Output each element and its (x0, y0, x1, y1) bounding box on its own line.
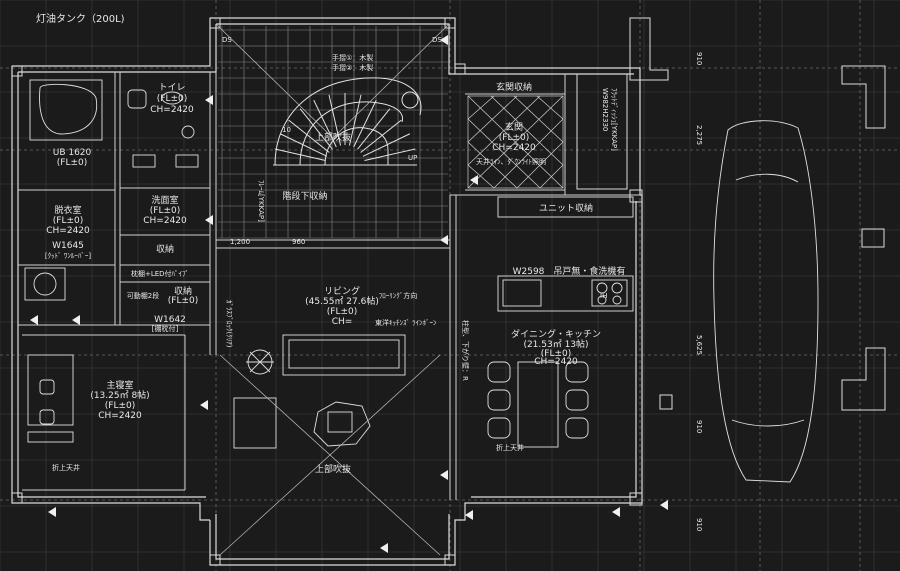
master-name: 主寝室 (106, 379, 133, 391)
interior-walls (18, 72, 640, 500)
closet-w1645: W1645 (52, 241, 84, 251)
toyo-label: 東洋ｷｯﾁﾝｽﾞ (375, 318, 410, 327)
orikomi-2: 折上天井 (496, 443, 524, 452)
entrance-name: 玄関 (505, 121, 523, 133)
annotations: DS DS UP 手摺①：木製 手摺②：木製 天井ﾗｲﾝ、ﾀﾞｳﾝﾗｲﾄ照明 1… (52, 36, 703, 531)
kitchen-unit-label: W2598 吊戸無・食洗機有 (513, 265, 626, 277)
master-ch: CH=2420 (98, 411, 142, 421)
dining-ch: CH=2420 (534, 357, 578, 367)
dining-name: ダイニング・キッチン (511, 328, 601, 340)
handrail-1: 手摺①：木製 (332, 53, 373, 62)
storage-1: 収納 (156, 243, 174, 255)
glass-block-note: ｶﾞﾗｽﾌﾞﾛｯｸ(ｸﾘｱ) (225, 300, 233, 348)
up-label: UP (408, 154, 417, 162)
dressing-fl: (FL±0) (53, 216, 83, 226)
living-ch: CH= (332, 317, 353, 327)
ub-name: UB 1620 (53, 148, 92, 158)
ceiling-light: 天井ﾗｲﾝ、ﾀﾞｳﾝﾗｲﾄ照明 (476, 157, 546, 166)
master-area: (13.25㎡ 8帖) (90, 389, 149, 401)
flooring-direction: ﾌﾛｰﾘﾝｸﾞ方向 (379, 291, 418, 300)
spiral-staircase (273, 77, 422, 166)
led-shelf-label: 枕棚+LED付ﾊﾟｲﾌﾟ (131, 269, 189, 278)
dim-1200: 1,200 (230, 238, 250, 246)
master-fl: (FL±0) (105, 401, 135, 411)
entrance-ch: CH=2420 (492, 143, 536, 153)
closet-w1642: W1642 (154, 315, 186, 325)
toilet-name: トイレ (158, 83, 185, 93)
shelf-label: 可動棚2段 (127, 291, 159, 300)
room-labels: 灯油タンク（200L) トイレ (FL±0) CH=2420 UB 1620 (… (36, 12, 625, 475)
living-fl: (FL±0) (327, 307, 357, 317)
dim-right-2: 2,275 (695, 125, 703, 145)
dim-right-5: 910 (695, 518, 703, 531)
window-spec: W982H2330 (601, 88, 609, 131)
dressing-ch: CH=2420 (46, 226, 90, 236)
closet-w1645-sub: [ｸｯﾄﾞ ﾜﾝﾙｰﾊﾞｰ] (45, 252, 91, 260)
under-stair-label: 階段下収納 (282, 190, 327, 202)
handrail-2: 手摺②：木製 (332, 63, 373, 72)
dim-right-1: 910 (695, 52, 703, 65)
toilet-ch: CH=2420 (150, 105, 194, 115)
storage-2: 収納 (174, 285, 192, 297)
toilet-fl: (FL±0) (157, 94, 187, 104)
corner-columns (11, 17, 643, 566)
washroom-name: 洗面室 (151, 194, 178, 206)
washroom-ch: CH=2420 (143, 216, 187, 226)
unit-storage-label: ユニット収納 (539, 202, 593, 214)
entrance-fl: (FL±0) (499, 133, 529, 143)
stair-hall-tiles (218, 26, 448, 239)
dining-fl: (FL±0) (541, 349, 571, 359)
exterior-features (576, 17, 886, 411)
ub-fl: (FL±0) (57, 158, 87, 168)
void-top-label: 上部吹抜 (315, 463, 351, 475)
washroom-fl: (FL±0) (150, 206, 180, 216)
dim-right-3: 5,625 (695, 335, 703, 355)
entrance-tiles (467, 95, 564, 189)
fixtures (24, 79, 819, 483)
dim-right-4: 910 (695, 420, 703, 433)
ds-label-1: DS (222, 36, 232, 44)
stair-no: 10 (282, 126, 291, 134)
dim-960: 960 (292, 238, 305, 246)
stair-void-label: 上部吹抜 (315, 131, 351, 143)
window-spec-2: ﾌﾗｯﾄﾃﾞｨｯｼｭ[YKKAP] (610, 88, 618, 151)
void-diagonals (215, 23, 450, 556)
ih-label: IH (600, 292, 607, 300)
living-name: リビング (324, 285, 360, 297)
title-kerosene-tank: 灯油タンク（200L) (36, 12, 125, 25)
living-area: (45.55㎡ 27.6帖) (305, 295, 379, 307)
line-beam-label: ﾗｲﾝﾎﾞｰﾝ (412, 319, 437, 327)
pillar-note: 柱型、下がり壁：R (461, 320, 470, 381)
closet-w1642-sub: [棚枕付] (152, 324, 179, 333)
entrance-storage-label: 玄関収納 (496, 81, 532, 93)
frame-note: ﾌﾚｰﾑ[YKKAP] (257, 180, 265, 222)
dressing-name: 脱衣室 (54, 204, 81, 216)
ds-label-2: DS (432, 36, 442, 44)
section-markers (30, 35, 668, 553)
orikomi-1: 折上天井 (52, 463, 80, 472)
dining-area: (21.53㎡ 13帖) (523, 338, 588, 350)
storage-2-fl: (FL±0) (168, 296, 198, 306)
